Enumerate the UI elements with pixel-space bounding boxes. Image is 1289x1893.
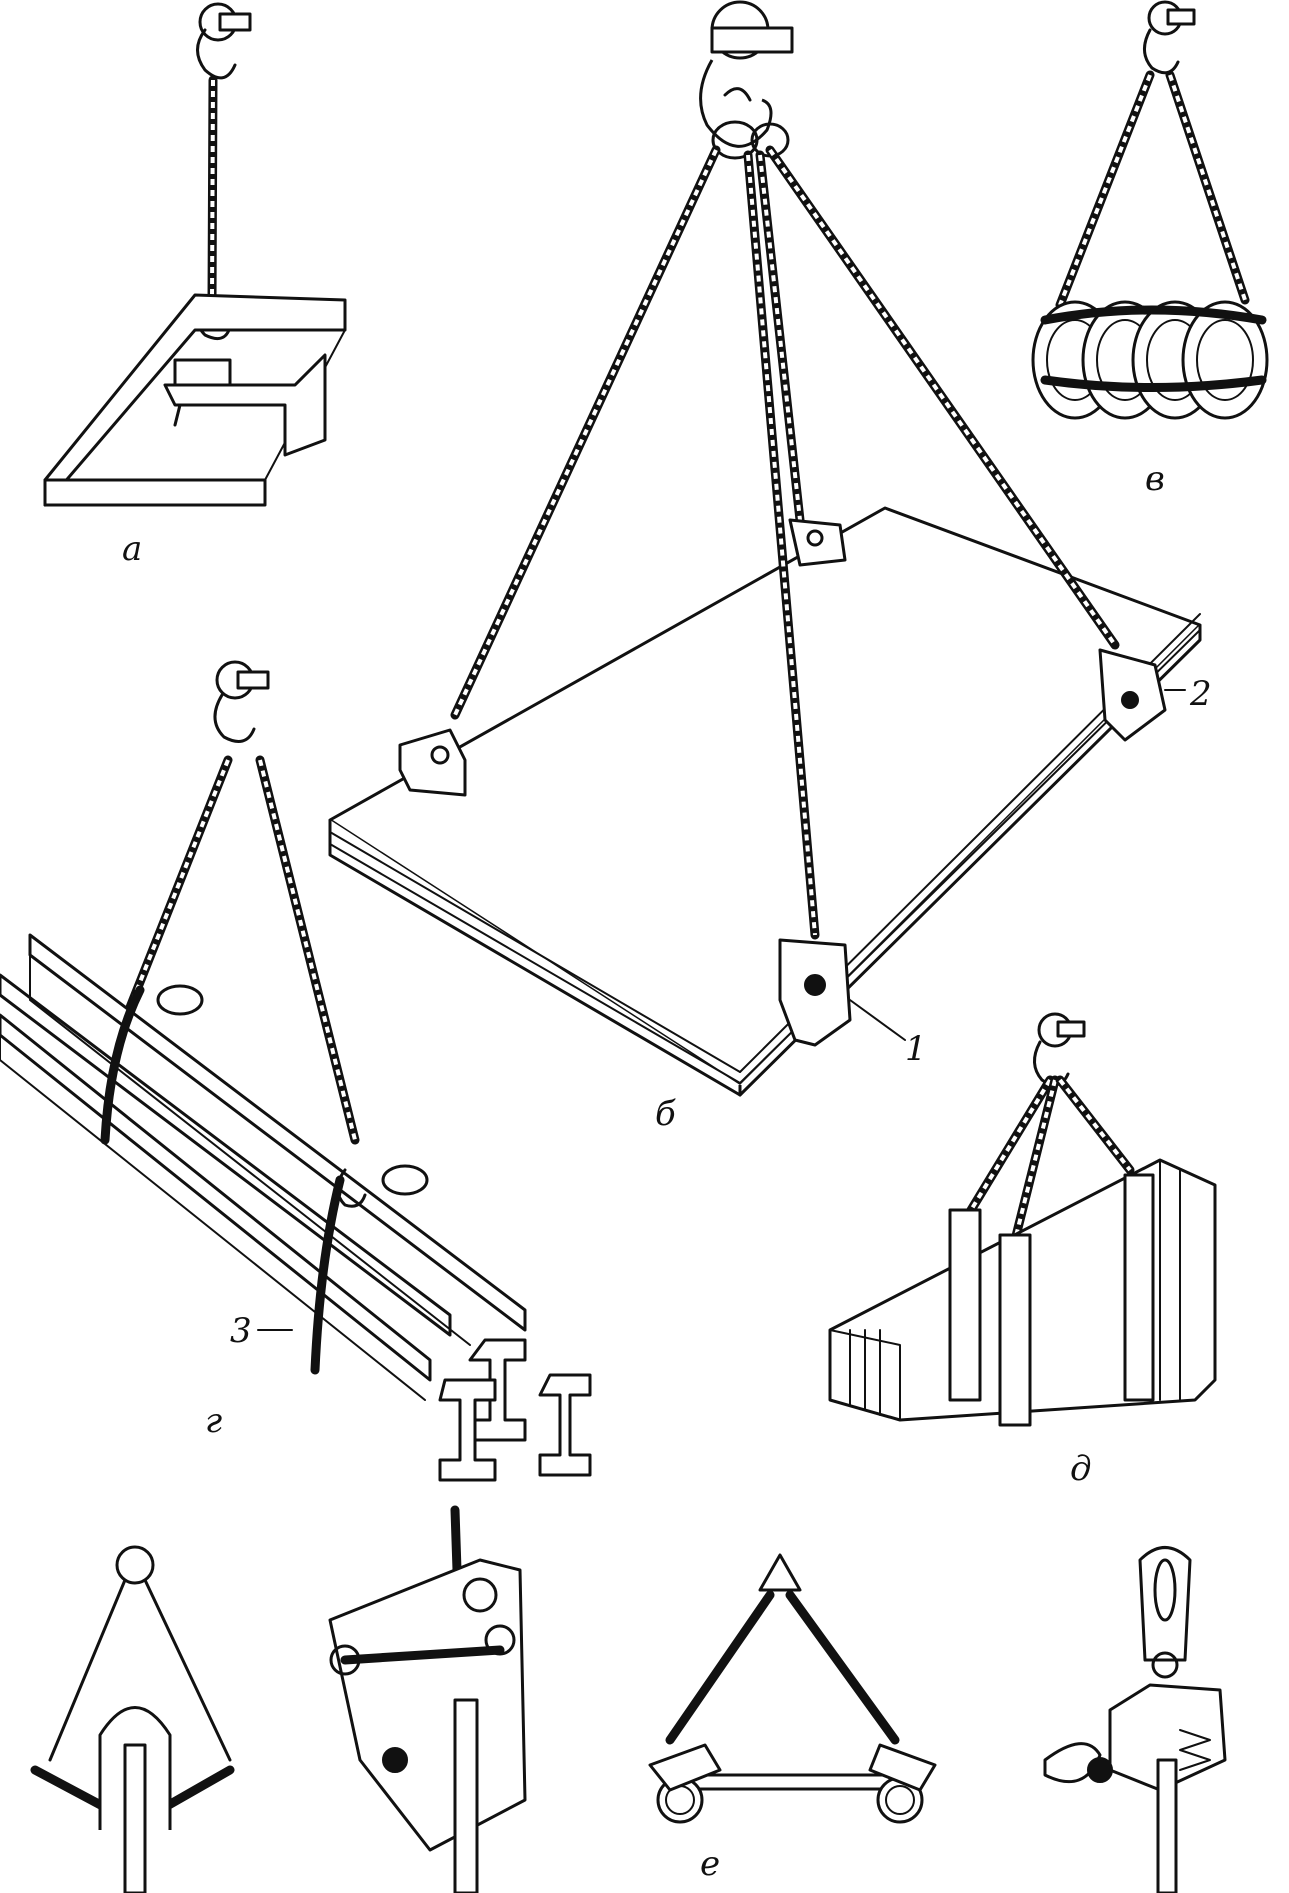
clamp-back — [788, 518, 847, 567]
sling-legs — [960, 1075, 1135, 1245]
hook-icon — [213, 660, 270, 743]
label-v: в — [1145, 459, 1165, 499]
label-a: а — [122, 529, 142, 569]
figure-e-grips: е — [30, 1505, 1227, 1893]
sling-rope — [1055, 70, 1250, 310]
i-beams — [0, 933, 592, 1482]
label-1: 1 — [905, 1029, 927, 1069]
figure-v-coil-lift: в — [1031, 0, 1269, 499]
label-e: е — [700, 1844, 720, 1884]
hook-icon — [196, 2, 252, 80]
bundle-ties — [100, 984, 429, 1375]
label-b: б — [655, 1094, 676, 1134]
main-hook-icon — [699, 0, 794, 148]
roller-grip — [328, 1505, 527, 1893]
hook-icon — [1143, 0, 1196, 75]
sling-rope — [120, 755, 360, 1145]
sling-rope — [207, 75, 218, 305]
label-3: 3 — [230, 1311, 252, 1351]
sling-legs — [450, 145, 1120, 940]
clamp-front — [778, 938, 852, 1047]
label-2: 2 — [1189, 674, 1212, 714]
hook-icon — [1033, 1012, 1086, 1087]
label-d: д — [1070, 1449, 1092, 1489]
sheet-clamps — [948, 1173, 1155, 1427]
figure-b-plate-stack-lift: 2 1 б — [328, 0, 1212, 1134]
clamp-right — [1098, 648, 1167, 742]
coils — [1031, 300, 1269, 420]
figure-a-clamp-lift: а — [43, 2, 347, 569]
figure-d-sheet-pack-lift: д — [828, 1012, 1217, 1489]
cam-clamp — [1043, 1546, 1227, 1893]
lever-grip — [30, 1545, 235, 1893]
plate-clamp — [163, 353, 327, 457]
clamp-left — [398, 728, 467, 797]
plate-stack — [328, 506, 1202, 1097]
chain-sling — [648, 1553, 937, 1824]
figure-g-beam-bundle-lift: 3 г — [0, 660, 592, 1482]
label-g: г — [205, 1401, 222, 1441]
